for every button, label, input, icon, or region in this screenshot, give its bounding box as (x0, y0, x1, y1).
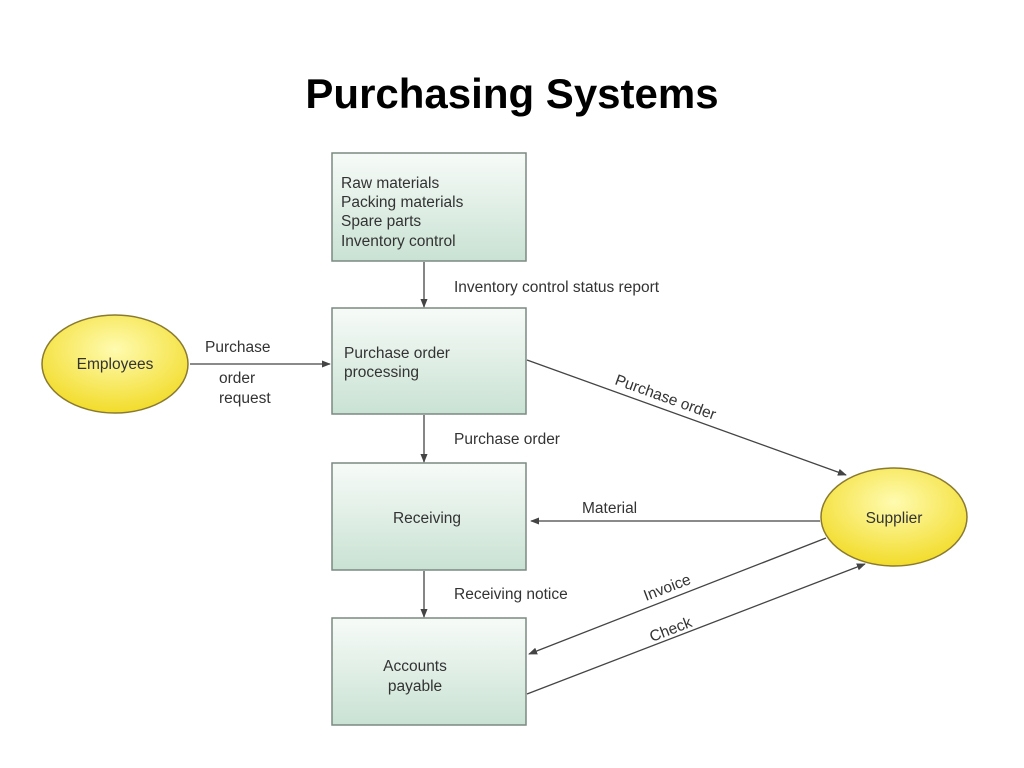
flow-label-order: order (219, 370, 255, 387)
node-supplier: Supplier (820, 467, 968, 567)
node-accounts-payable: Accounts payable (331, 617, 527, 726)
flow-label-check: Check (647, 614, 694, 646)
supplier-label: Supplier (866, 510, 923, 527)
flow-label-request: request (219, 390, 271, 407)
employees-label: Employees (77, 356, 154, 373)
po-processing-box (331, 307, 527, 415)
node-po-processing: Purchase order processing (331, 307, 527, 415)
arrow-payable-to-supplier (526, 563, 866, 695)
materials-line-3: Spare parts (341, 213, 421, 230)
materials-line-1: Raw materials (341, 175, 439, 192)
flow-label-purchase: Purchase (205, 339, 270, 356)
flow-label-material: Material (582, 500, 637, 517)
accounts-payable-box (331, 617, 527, 726)
po-processing-line-1: Purchase order (344, 345, 450, 362)
accounts-payable-line-2: payable (388, 678, 442, 695)
receiving-box (331, 462, 527, 571)
node-receiving: Receiving (331, 462, 527, 571)
materials-box (331, 152, 527, 262)
page-title: Purchasing Systems (305, 70, 719, 117)
supplier-ellipse (820, 467, 968, 567)
node-materials: Raw materials Packing materials Spare pa… (331, 152, 527, 262)
receiving-label: Receiving (393, 510, 461, 527)
flow-label-purchase-order-diagonal: Purchase order (613, 372, 718, 424)
flow-label-inventory-report: Inventory control status report (454, 279, 660, 296)
accounts-payable-line-1: Accounts (383, 658, 447, 675)
arrow-supplier-to-payable (528, 537, 827, 655)
flow-label-purchase-order-down: Purchase order (454, 431, 560, 448)
arrow-po-to-supplier (526, 359, 847, 476)
materials-line-4: Inventory control (341, 233, 456, 250)
flow-label-receiving-notice: Receiving notice (454, 586, 568, 603)
node-employees: Employees (41, 314, 189, 414)
materials-line-2: Packing materials (341, 194, 464, 211)
po-processing-line-2: processing (344, 364, 419, 381)
employees-ellipse (41, 314, 189, 414)
